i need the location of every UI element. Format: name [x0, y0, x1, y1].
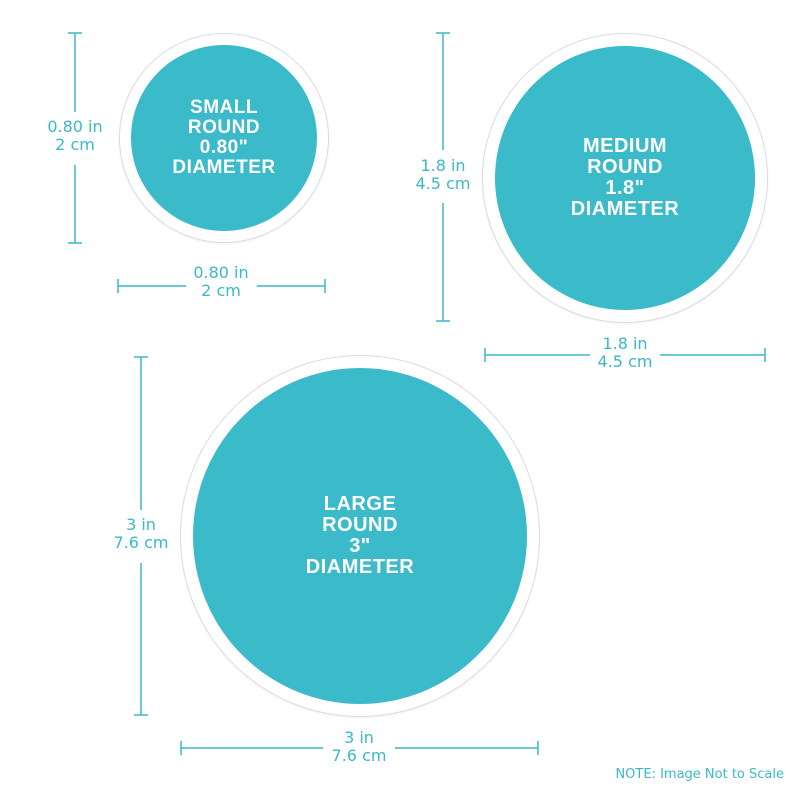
large-sticker-line-2: ROUND — [322, 514, 398, 536]
large-width-cm: 7.6 cm — [331, 746, 387, 766]
small-width-in: 0.80 in — [193, 263, 249, 282]
small-width-line — [117, 279, 326, 293]
medium-sticker-line-4: DIAMETER — [570, 198, 680, 220]
large-height-label: 3 in 7.6 cm — [101, 515, 181, 553]
large-width-in: 3 in — [344, 728, 374, 747]
small-sticker-face: SMALL ROUND 0.80" DIAMETER — [131, 45, 317, 231]
large-sticker-line-4: DIAMETER — [305, 556, 415, 578]
small-sticker-line-4: DIAMETER — [172, 156, 276, 178]
large-width-line — [180, 741, 539, 755]
medium-height-label: 1.8 in 4.5 cm — [403, 156, 483, 194]
small-sticker-line-1: SMALL — [190, 97, 258, 119]
large-sticker-face: LARGE ROUND 3" DIAMETER — [193, 368, 527, 704]
small-height-label: 0.80 in 2 cm — [35, 117, 115, 155]
small-height-cm: 2 cm — [55, 135, 95, 155]
medium-sticker-line-2: ROUND — [587, 156, 663, 178]
medium-height-cm: 4.5 cm — [415, 174, 471, 194]
small-sticker-line-3: 0.80" — [199, 137, 249, 158]
medium-height-line — [436, 32, 450, 322]
large-height-in: 3 in — [126, 515, 156, 534]
small-height-line — [68, 32, 82, 244]
large-width-label: 3 in 7.6 cm — [319, 728, 399, 766]
medium-sticker-line-3: 1.8" — [605, 177, 645, 199]
medium-sticker-line-1: MEDIUM — [582, 135, 668, 157]
small-width-cm: 2 cm — [201, 281, 241, 301]
medium-width-in: 1.8 in — [602, 334, 648, 353]
medium-sticker-face: MEDIUM ROUND 1.8" DIAMETER — [495, 46, 755, 310]
medium-width-cm: 4.5 cm — [597, 352, 653, 372]
small-width-label: 0.80 in 2 cm — [181, 263, 261, 301]
large-sticker-line-1: LARGE — [323, 493, 397, 515]
small-round-sticker: SMALL ROUND 0.80" DIAMETER — [120, 34, 328, 242]
small-height-in: 0.80 in — [47, 117, 103, 136]
large-height-line — [134, 356, 148, 716]
small-sticker-line-2: ROUND — [187, 117, 261, 139]
medium-round-sticker: MEDIUM ROUND 1.8" DIAMETER — [483, 34, 767, 322]
large-sticker-line-3: 3" — [349, 535, 371, 557]
large-round-sticker: LARGE ROUND 3" DIAMETER — [181, 356, 539, 716]
medium-height-in: 1.8 in — [420, 156, 466, 175]
medium-width-line — [484, 348, 766, 362]
large-height-cm: 7.6 cm — [113, 533, 169, 553]
scale-note: NOTE: Image Not to Scale — [615, 767, 784, 782]
medium-width-label: 1.8 in 4.5 cm — [585, 334, 665, 372]
